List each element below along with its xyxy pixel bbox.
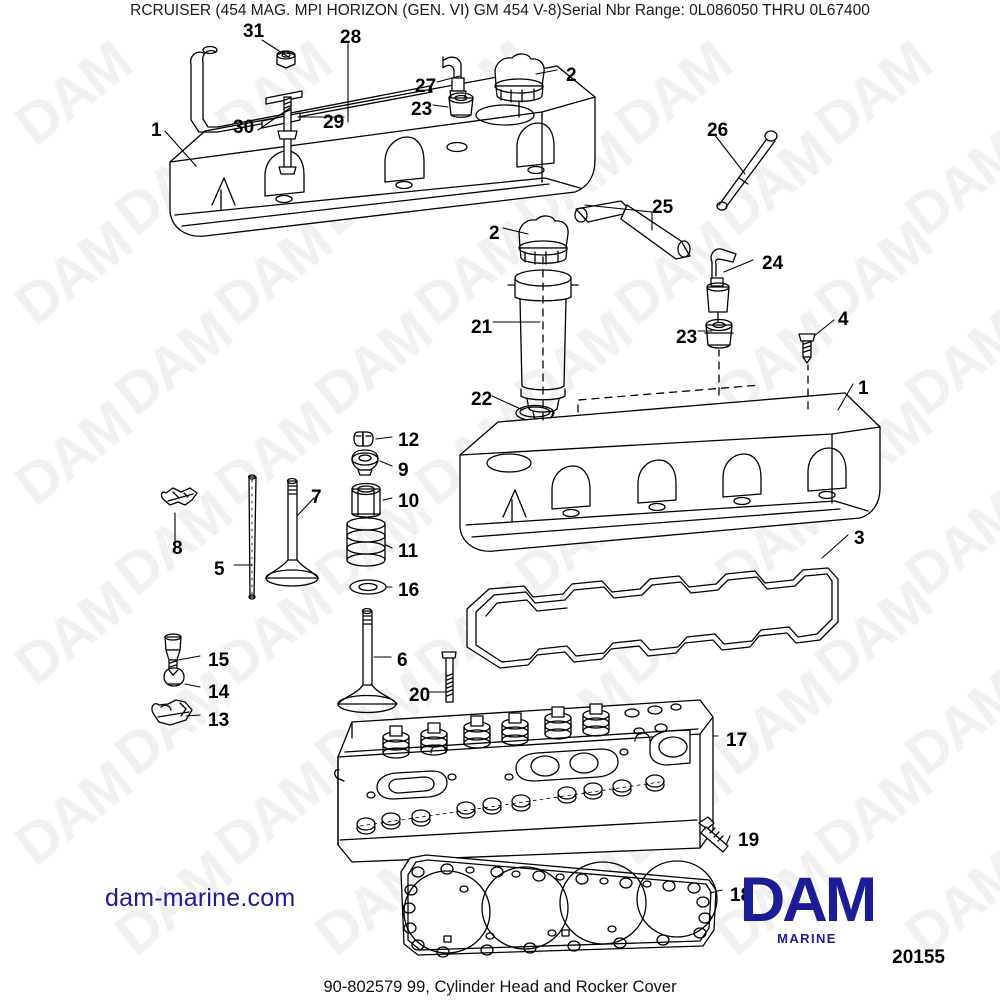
callout-oil-fill-cap-2[interactable]: 2 — [566, 65, 577, 86]
diagram-caption: 90-802579 99, Cylinder Head and Rocker C… — [323, 978, 677, 996]
callout-wiring-harness-bracket-28[interactable]: 28 — [340, 27, 362, 48]
callout-grommet-23[interactable]: 23 — [411, 99, 433, 120]
part-pushrod-5 — [247, 474, 257, 600]
sheet-number: 20155 — [892, 947, 945, 968]
callout-valve-rotator-clip-8[interactable]: 8 — [172, 538, 183, 559]
callout-grommet-23[interactable]: 23 — [676, 327, 698, 348]
part-oil-cap-2-mid — [518, 215, 569, 265]
callout-rocker-cover-gasket-3[interactable]: 3 — [854, 528, 865, 549]
part-head-gasket-18 — [400, 854, 718, 958]
part-hose-25 — [574, 200, 691, 260]
part-pcv-24 — [706, 248, 737, 323]
callout-intake-valve-7[interactable]: 7 — [311, 487, 322, 508]
callout-rocker-arm-13[interactable]: 13 — [208, 710, 230, 731]
callout-oil-fill-cap-2[interactable]: 2 — [489, 223, 500, 244]
part-keepers-12 — [353, 431, 374, 447]
dam-logo: DAM MARINE — [712, 865, 902, 946]
callout-push-rod-5[interactable]: 5 — [214, 559, 225, 580]
dam-wordmark: DAM — [739, 865, 877, 935]
callout-valve-spring-retainer-9[interactable]: 9 — [398, 460, 409, 481]
part-grommet-23 — [448, 92, 474, 118]
callout-rocker-arm-stud-15[interactable]: 15 — [208, 650, 230, 671]
part-valve-spring-11 — [346, 517, 386, 567]
part-exhaust-valve-6 — [337, 607, 398, 714]
callout-stud-29[interactable]: 29 — [323, 112, 345, 133]
part-bolt-19 — [698, 816, 729, 853]
callout-clip-30[interactable]: 30 — [233, 117, 255, 138]
callout-o-ring-22[interactable]: 22 — [471, 389, 493, 410]
callout-exhaust-valve-6[interactable]: 6 — [397, 650, 408, 671]
part-stud-29 — [277, 96, 298, 175]
callout-rocker-cover-right-1[interactable]: 1 — [858, 378, 869, 399]
callout-valve-keepers-12[interactable]: 12 — [398, 430, 420, 451]
dam-logo-subtext: MARINE — [777, 930, 837, 946]
part-rocker-cover-right — [459, 254, 881, 552]
callout-valve-spring-shield-10[interactable]: 10 — [398, 491, 420, 512]
callout-valve-seal-16[interactable]: 16 — [398, 580, 420, 601]
part-rocker-cover-gasket-3 — [466, 567, 839, 669]
callout-cylinder-head-gasket-18[interactable]: 18 — [730, 885, 752, 906]
callout-rocker-cover-left-1[interactable]: 1 — [151, 120, 162, 141]
callout-oil-fill-tube-21[interactable]: 21 — [471, 317, 493, 338]
site-url-text: dam-marine.com — [105, 884, 296, 912]
part-cylinder-head-17 — [334, 699, 714, 863]
part-bolt-20 — [441, 651, 457, 703]
part-dipstick-26 — [716, 130, 778, 211]
part-oil-fill-tube-21 — [507, 269, 579, 421]
callout-valve-spring-11[interactable]: 11 — [398, 541, 419, 562]
part-rocker-ball-14 — [163, 667, 185, 687]
part-rocker-arm-13 — [151, 699, 193, 726]
part-grommet-23b — [704, 318, 734, 349]
part-valve-seal-16 — [349, 579, 387, 595]
callout-elbow-fitting-27[interactable]: 27 — [415, 76, 437, 97]
callout-leader-lines — [164, 39, 854, 894]
header-bar: RCRUISER (454 MAG. MPI HORIZON (GEN. VI)… — [0, 0, 1000, 22]
callout-bolt-19[interactable]: 19 — [738, 830, 760, 851]
callout-dipstick-26[interactable]: 26 — [707, 120, 729, 141]
part-spring-shield-10 — [351, 482, 381, 518]
callout-pcv-valve-24[interactable]: 24 — [762, 253, 784, 274]
part-rocker-cover-left — [169, 65, 596, 237]
page-title: RCRUISER (454 MAG. MPI HORIZON (GEN. VI)… — [130, 2, 870, 19]
part-oil-cap-2-top — [494, 53, 545, 118]
callout-cylinder-head-17[interactable]: 17 — [726, 730, 748, 751]
part-screw-4 — [798, 333, 816, 364]
callout-hose-25[interactable]: 25 — [652, 197, 674, 218]
callout-nut-31[interactable]: 31 — [243, 21, 265, 42]
callout-bolt-20[interactable]: 20 — [409, 685, 431, 706]
callout-screw-4[interactable]: 4 — [838, 309, 849, 330]
part-clip-8 — [160, 487, 198, 506]
callout-rocker-arm-ball-14[interactable]: 14 — [208, 682, 230, 703]
part-nut-31 — [276, 50, 296, 69]
part-intake-valve-7 — [265, 477, 319, 587]
part-retainer-9 — [351, 449, 379, 476]
